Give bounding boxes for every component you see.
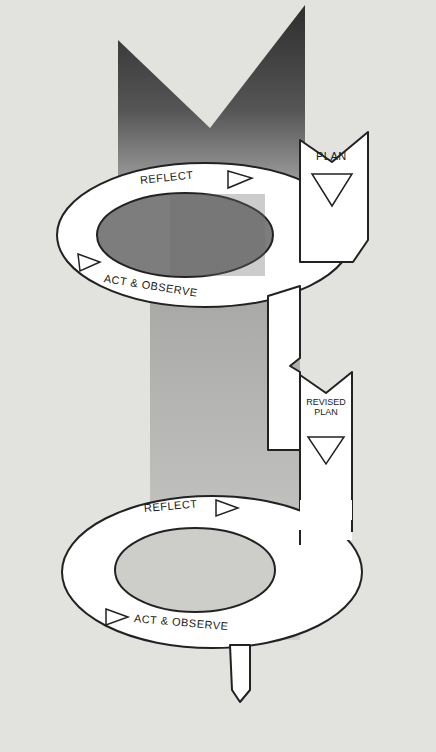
loop-band — [62, 496, 362, 648]
loop-hole — [97, 193, 273, 277]
direction-triangle — [228, 171, 252, 188]
chevron-band — [118, 5, 305, 180]
direction-triangle — [78, 254, 100, 271]
direction-triangle — [308, 437, 344, 464]
plan-band — [300, 132, 368, 262]
descending-band — [268, 286, 300, 450]
step-label: REFLECT — [139, 168, 194, 186]
loop-hole — [115, 528, 275, 612]
direction-triangle — [216, 500, 238, 516]
direction-triangle — [312, 174, 352, 206]
step-label: ACT & OBSERVE — [133, 612, 228, 632]
column-shadow — [170, 194, 265, 276]
direction-triangle — [106, 609, 128, 625]
tail-band — [230, 645, 250, 702]
band-edge — [299, 530, 301, 545]
band-edge — [351, 520, 353, 532]
step-label: REVISED PLAN — [302, 398, 350, 418]
step-label: ACT & OBSERVE — [103, 272, 198, 299]
step-label: PLAN — [316, 150, 347, 162]
band-join — [300, 500, 352, 540]
step-label: REFLECT — [143, 497, 197, 514]
